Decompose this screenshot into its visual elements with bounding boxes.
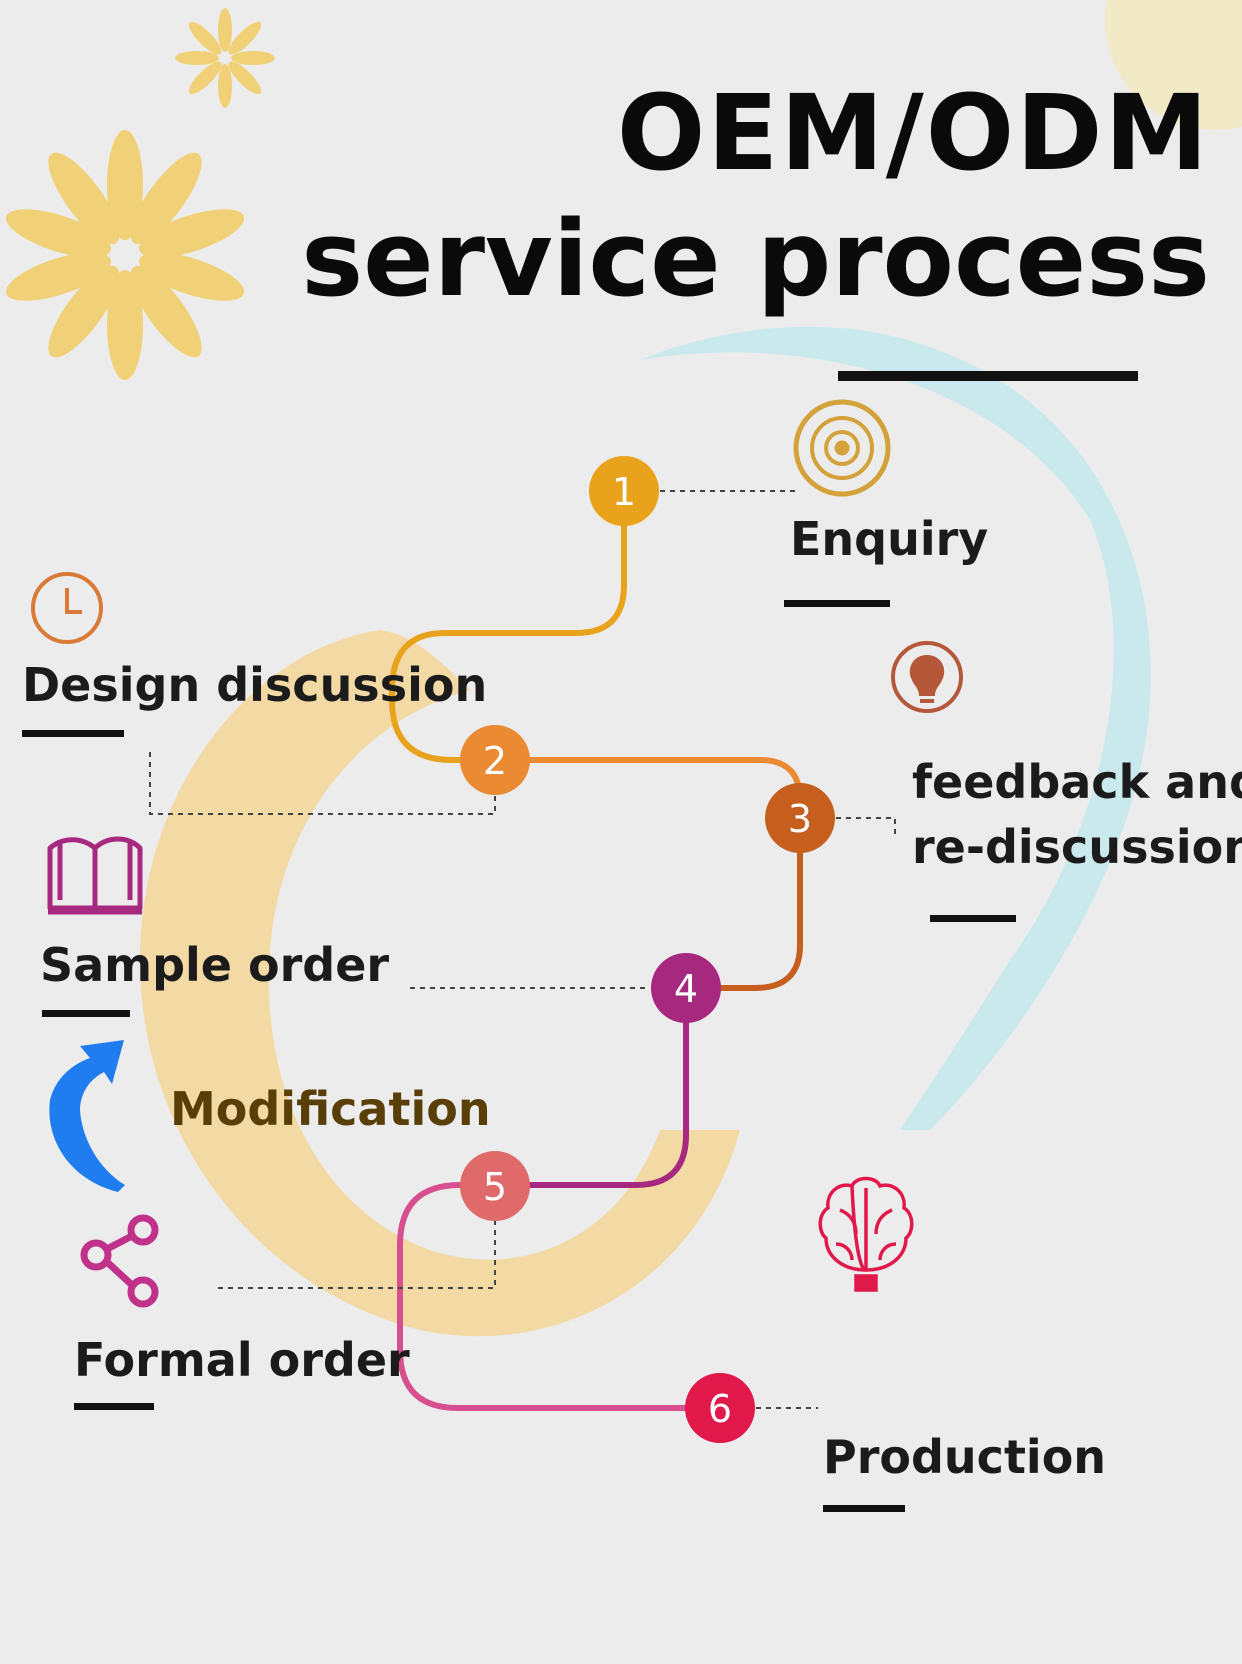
path-segment-1-2 bbox=[389, 490, 627, 763]
connector-2 bbox=[149, 752, 496, 815]
design-discussion-underline bbox=[22, 730, 124, 737]
connector-5 bbox=[215, 1220, 496, 1289]
step-label-formal-order: Formal order bbox=[74, 1333, 410, 1387]
lightbulb-icon bbox=[891, 641, 963, 713]
step-label-design-discussion: Design discussion bbox=[22, 658, 488, 712]
path-segment-5-6 bbox=[397, 1182, 720, 1411]
formal-order-underline bbox=[74, 1403, 154, 1410]
feedback-underline bbox=[930, 915, 1016, 922]
target-icon bbox=[793, 399, 891, 497]
curved-arrow-icon bbox=[49, 1040, 125, 1192]
step-circle-4: 4 bbox=[651, 953, 721, 1023]
page-title-line-2: service process bbox=[301, 198, 1210, 320]
step-label-feedback-line-1: feedback and bbox=[912, 755, 1242, 809]
loop-label-modification: Modification bbox=[170, 1082, 491, 1136]
path-segment-2-3 bbox=[495, 757, 803, 818]
step-circle-1: 1 bbox=[589, 456, 659, 526]
clock-icon bbox=[31, 572, 103, 644]
step-label-enquiry: Enquiry bbox=[790, 512, 989, 566]
path-segment-4-5 bbox=[495, 988, 689, 1188]
yellow-brush-stroke bbox=[140, 630, 740, 1337]
sample-order-underline bbox=[42, 1010, 130, 1017]
svg-text:6: 6 bbox=[708, 1387, 732, 1431]
svg-text:4: 4 bbox=[674, 967, 698, 1011]
open-book-icon bbox=[47, 836, 143, 915]
sun-glow-decoration bbox=[1105, 0, 1242, 130]
step-circle-2: 2 bbox=[460, 725, 530, 795]
step-label-feedback-line-2: re-discussion bbox=[912, 820, 1242, 874]
svg-text:5: 5 bbox=[483, 1165, 507, 1209]
large-flower-decoration bbox=[5, 130, 245, 380]
brain-icon bbox=[818, 1176, 914, 1292]
teal-brush-stroke bbox=[640, 326, 1151, 1130]
svg-text:2: 2 bbox=[483, 739, 507, 783]
step-label-sample-order: Sample order bbox=[40, 938, 390, 992]
dotted-connectors bbox=[149, 490, 896, 1409]
svg-text:3: 3 bbox=[788, 797, 812, 841]
step-circle-5: 5 bbox=[460, 1151, 530, 1221]
enquiry-underline bbox=[784, 600, 890, 607]
title-underline bbox=[838, 371, 1138, 381]
share-icon bbox=[80, 1214, 159, 1308]
small-flower-decoration bbox=[175, 8, 275, 108]
step-circle-6: 6 bbox=[685, 1373, 755, 1443]
page-title-line-1: OEM/ODM bbox=[616, 72, 1210, 194]
production-underline bbox=[823, 1505, 905, 1512]
step-circle-3: 3 bbox=[765, 783, 835, 853]
connector-3 bbox=[836, 817, 896, 835]
step-label-production: Production bbox=[823, 1430, 1107, 1484]
path-segment-3-4 bbox=[686, 818, 803, 991]
svg-text:1: 1 bbox=[612, 470, 636, 514]
